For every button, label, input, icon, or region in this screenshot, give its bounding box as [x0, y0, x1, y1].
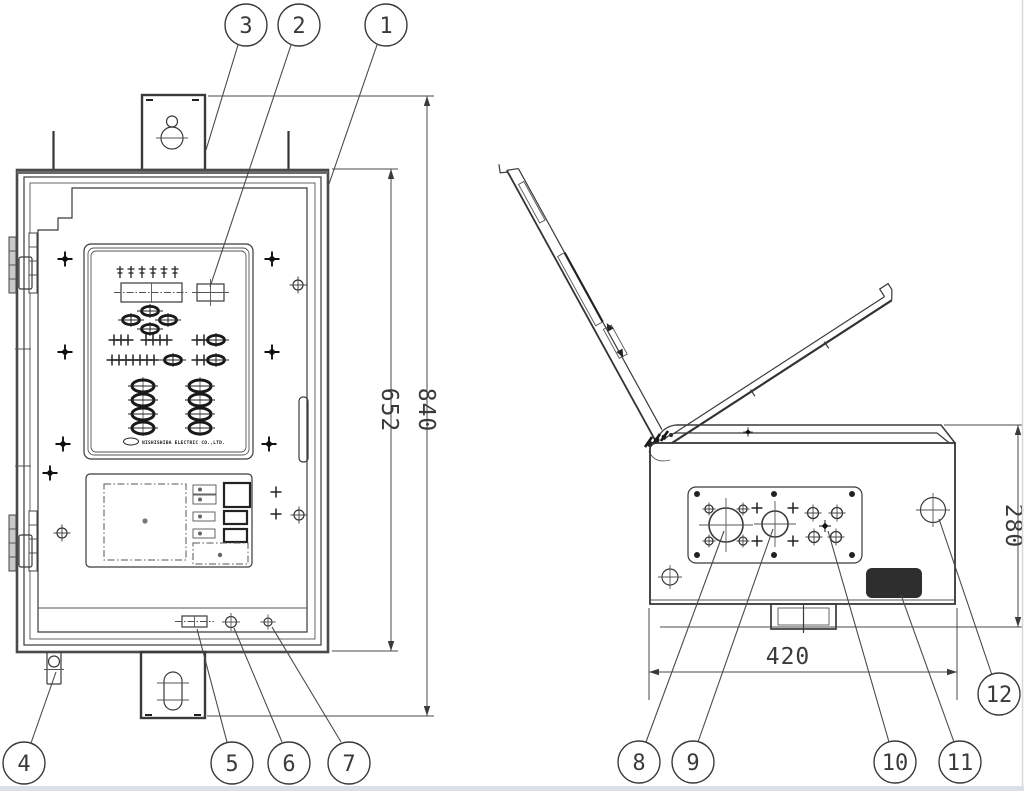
- mounting-bracket-bottom: [139, 650, 207, 720]
- svg-text:2: 2: [292, 14, 305, 39]
- window-knob: [142, 518, 148, 524]
- callout-6: 6: [267, 741, 311, 785]
- nameplate-text: NISHISHIBA ELECTRIC CO.,LTD.: [142, 440, 225, 446]
- corner-weld-mark: [146, 99, 199, 101]
- svg-text:6: 6: [282, 752, 295, 777]
- svg-text:11: 11: [947, 751, 974, 776]
- door-outline: [37, 187, 308, 633]
- lamp-stack-left: [126, 377, 160, 436]
- gland-hole-2: [260, 614, 276, 630]
- svg-text:3: 3: [239, 14, 252, 39]
- callout-11: 11: [938, 740, 982, 784]
- svg-text:9: 9: [686, 751, 699, 776]
- meter-window: [114, 282, 189, 303]
- keyhole-slot-top: [156, 115, 188, 150]
- front-view: NISHISHIBA ELECTRIC CO.,LTD.: [8, 93, 439, 720]
- maker-nameplate: NISHISHIBA ELECTRIC CO.,LTD.: [123, 437, 225, 446]
- svg-text:7: 7: [342, 752, 355, 777]
- dimension-840: 840: [207, 95, 439, 717]
- viewing-window: [103, 483, 187, 561]
- keyhole-slot-bottom: [157, 671, 189, 711]
- breaker-window-3: [222, 527, 249, 544]
- door-stiffener-2: [556, 252, 604, 327]
- switch-unit-3: [192, 528, 216, 539]
- callout-1: 1: [364, 3, 408, 47]
- opened-lid-panel: [671, 282, 893, 444]
- callout-balloons: 1 2 3 4 5 6 7 8 9 10 11 12: [2, 3, 1021, 785]
- svg-text:5: 5: [225, 752, 238, 777]
- lamp-stack-right: [183, 377, 217, 436]
- svg-text:1: 1: [379, 14, 392, 39]
- hinge-top: [8, 232, 38, 294]
- callout-7: 7: [327, 741, 371, 785]
- corner-weld-mark: [145, 714, 201, 716]
- side-body: [649, 424, 956, 605]
- gland-hole-medium: [750, 501, 800, 548]
- door-stiffener-1: [517, 180, 546, 224]
- earth-terminal: [44, 652, 64, 685]
- gland-hole-large: [699, 498, 753, 552]
- label-area: [192, 542, 249, 565]
- punch-mark: [742, 426, 754, 438]
- svg-text:12: 12: [986, 683, 1013, 708]
- mounting-bracket-top: [140, 93, 207, 172]
- switch-unit-1: [192, 484, 217, 505]
- cable-entry-plate: [687, 486, 863, 564]
- callout-4: 4: [2, 741, 46, 785]
- svg-text:8: 8: [632, 751, 645, 776]
- breaker-window-1: [222, 481, 252, 509]
- body-hole-right: [742, 426, 950, 527]
- switch-unit-2: [192, 511, 216, 522]
- breaker-window-2: [222, 509, 249, 526]
- small-hole-group: [803, 503, 847, 547]
- callout-10: 10: [873, 740, 917, 784]
- lower-sub-panel: [85, 473, 253, 568]
- gland-hole-1: [222, 613, 240, 631]
- dimension-280: 280: [660, 424, 1024, 628]
- side-view: 420 280: [498, 164, 1024, 700]
- hinge-bottom: [8, 510, 38, 572]
- dimension-652: 652: [332, 168, 402, 652]
- dim-420-label: 420: [766, 644, 811, 670]
- opened-door-panel: [498, 164, 663, 441]
- svg-text:10: 10: [882, 751, 909, 776]
- callout-12: 12: [977, 672, 1021, 716]
- dim-840-label: 840: [413, 388, 439, 433]
- base-bracket: [770, 603, 837, 633]
- svg-text:4: 4: [17, 752, 30, 777]
- body-hole-left: [658, 565, 682, 589]
- center-punch-mark: [818, 519, 832, 533]
- door-latch-handle: [298, 396, 309, 463]
- dim-280-label: 280: [1000, 504, 1024, 549]
- bottom-rail: [175, 613, 276, 631]
- callout-2: 2: [277, 3, 321, 47]
- rating-label-plate: [866, 568, 922, 598]
- dimension-420: 420: [648, 608, 958, 700]
- leader-lines: [30, 44, 993, 744]
- callout-5: 5: [210, 741, 254, 785]
- sheet-edge-bottom: [0, 786, 1024, 791]
- dim-652-label: 652: [376, 388, 402, 433]
- door-edge-hook: [498, 164, 508, 174]
- callout-9: 9: [671, 740, 715, 784]
- callout-8: 8: [617, 740, 661, 784]
- lid-hook: [878, 282, 893, 301]
- callout-3: 3: [224, 3, 268, 47]
- cabinet-body: [15, 168, 330, 654]
